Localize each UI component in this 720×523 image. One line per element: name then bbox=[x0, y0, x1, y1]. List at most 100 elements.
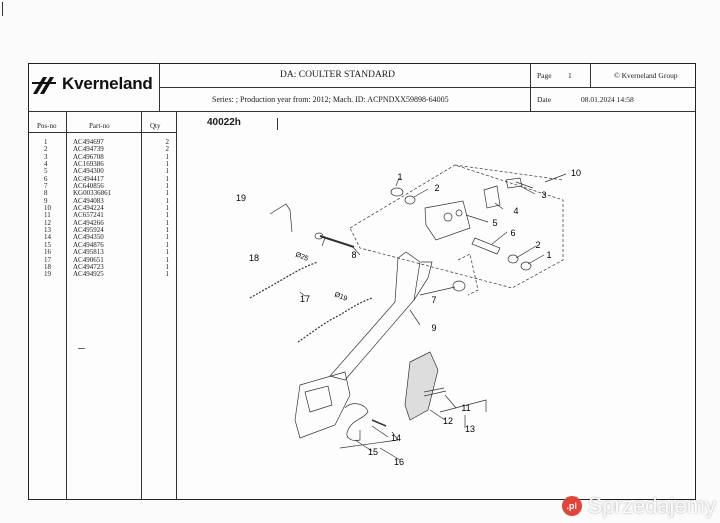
column-header-qty: Qty bbox=[150, 122, 161, 130]
callout-18: 18 bbox=[249, 253, 259, 263]
table-cell-pos: 8 bbox=[44, 189, 48, 198]
table-cell-part: AC490651 bbox=[73, 255, 104, 264]
callout-17: 17 bbox=[300, 294, 310, 304]
table-cell-qty: 1 bbox=[165, 160, 170, 169]
table-cell-qty: 1 bbox=[165, 167, 170, 176]
column-header-pos: Pos-no bbox=[37, 122, 57, 130]
table-cell-part: AC494417 bbox=[73, 174, 104, 183]
table-cell-part: AC494224 bbox=[73, 204, 104, 213]
bracket-part bbox=[483, 185, 501, 209]
table-cell-pos: 5 bbox=[44, 167, 48, 176]
table-cell-pos: 9 bbox=[44, 196, 48, 205]
table-cell-pos: 10 bbox=[44, 204, 51, 213]
table-cell-part: AC496708 bbox=[73, 152, 104, 161]
table-cell-qty: 1 bbox=[165, 248, 170, 257]
diagram-id: 40022h bbox=[207, 117, 241, 128]
copyright-text: © Kverneland Group bbox=[614, 71, 678, 80]
watermark-text: Sprzedajemy bbox=[587, 493, 716, 518]
shoe-part bbox=[294, 371, 351, 439]
table-cell-pos: 13 bbox=[44, 226, 51, 235]
table-cell-qty: 1 bbox=[165, 240, 170, 249]
table-cell-pos: 1 bbox=[44, 138, 48, 146]
callout-8: 8 bbox=[351, 250, 356, 260]
series-line: Series: ; Production year from: 2012; Ma… bbox=[212, 95, 449, 104]
diagram-id-box bbox=[201, 118, 278, 130]
watermark: .pl Sprzedajemy bbox=[561, 493, 716, 519]
header-divider bbox=[28, 111, 696, 112]
callout-9: 9 bbox=[431, 323, 436, 333]
callout-2b: 2 bbox=[535, 240, 540, 250]
callout-2: 2 bbox=[434, 183, 439, 193]
table-cell-part: AC494925 bbox=[73, 270, 104, 279]
table-cell-qty: 1 bbox=[165, 233, 170, 242]
table-column-divider bbox=[141, 111, 142, 500]
table-cell-pos: 2 bbox=[44, 145, 48, 154]
table-cell-pos: 4 bbox=[44, 160, 48, 169]
table-cell-part: AC640856 bbox=[73, 182, 104, 191]
callout-1b: 1 bbox=[546, 250, 551, 260]
coulter-arm-part bbox=[329, 251, 421, 381]
table-cell-part: AC494739 bbox=[73, 145, 104, 154]
washer-part bbox=[404, 195, 416, 205]
table-cell-pos: 3 bbox=[44, 152, 48, 161]
plate-part bbox=[424, 200, 471, 241]
brand-name: Kverneland bbox=[62, 74, 153, 93]
scraper-holder-part bbox=[344, 403, 369, 441]
date-value: 08.01.2024 14:58 bbox=[581, 95, 634, 104]
callout-19: 19 bbox=[236, 193, 246, 203]
stray-mark bbox=[78, 348, 85, 349]
kverneland-logo-icon bbox=[32, 77, 56, 94]
pin-part bbox=[471, 237, 501, 255]
table-cell-pos: 17 bbox=[44, 255, 51, 264]
table-cell-part: AC495813 bbox=[73, 248, 104, 257]
table-cell-part: AC169386 bbox=[73, 160, 104, 169]
table-cell-qty: 1 bbox=[165, 204, 170, 213]
table-cell-qty: 1 bbox=[165, 152, 170, 161]
parts-sheet bbox=[28, 63, 696, 500]
callout-6: 6 bbox=[510, 228, 515, 238]
dimension-d25: Ø25 bbox=[294, 251, 309, 262]
table-cell-pos: 14 bbox=[44, 233, 51, 242]
header-divider bbox=[159, 87, 696, 88]
brand-logo: Kverneland bbox=[30, 69, 160, 99]
nut-part bbox=[452, 280, 466, 292]
callout-16: 16 bbox=[394, 457, 404, 467]
callout-3: 3 bbox=[541, 190, 546, 200]
table-cell-part: AC494350 bbox=[73, 233, 104, 242]
table-cell-part: AC495924 bbox=[73, 226, 104, 235]
table-cell-part: AC657241 bbox=[73, 211, 104, 220]
callout-1: 1 bbox=[397, 172, 402, 182]
table-header-divider bbox=[28, 132, 176, 133]
callout-13: 13 bbox=[465, 424, 475, 434]
spring-18 bbox=[249, 261, 319, 299]
column-header-part: Part-no bbox=[89, 122, 110, 130]
callout-10: 10 bbox=[571, 168, 581, 178]
table-cell-part: AC494300 bbox=[73, 167, 104, 176]
page-number: 1 bbox=[568, 71, 572, 80]
table-cell-pos: 15 bbox=[44, 240, 51, 249]
table-cell-qty: 1 bbox=[165, 189, 170, 198]
table-cell-pos: 11 bbox=[44, 211, 51, 220]
callout-11: 11 bbox=[461, 403, 470, 413]
table-cell-part: AC494697 bbox=[73, 138, 104, 146]
scraper-part bbox=[404, 351, 439, 421]
long-bolt-part bbox=[319, 235, 355, 248]
table-cell-pos: 16 bbox=[44, 248, 51, 257]
table-cell-qty: 1 bbox=[165, 270, 170, 279]
table-cell-qty: 1 bbox=[165, 182, 170, 191]
callout-12: 12 bbox=[443, 416, 453, 426]
page-label: Page bbox=[537, 71, 552, 80]
table-cell-qty: 1 bbox=[165, 262, 170, 271]
table-cell-pos: 19 bbox=[44, 270, 51, 279]
spring-clip-part bbox=[269, 203, 293, 233]
table-cell-part: AC494266 bbox=[73, 218, 104, 227]
table-cell-qty: 1 bbox=[165, 226, 170, 235]
callout-14: 14 bbox=[391, 433, 401, 443]
margin-mark bbox=[2, 2, 3, 16]
table-cell-pos: 18 bbox=[44, 262, 51, 271]
callout-7: 7 bbox=[431, 295, 436, 305]
